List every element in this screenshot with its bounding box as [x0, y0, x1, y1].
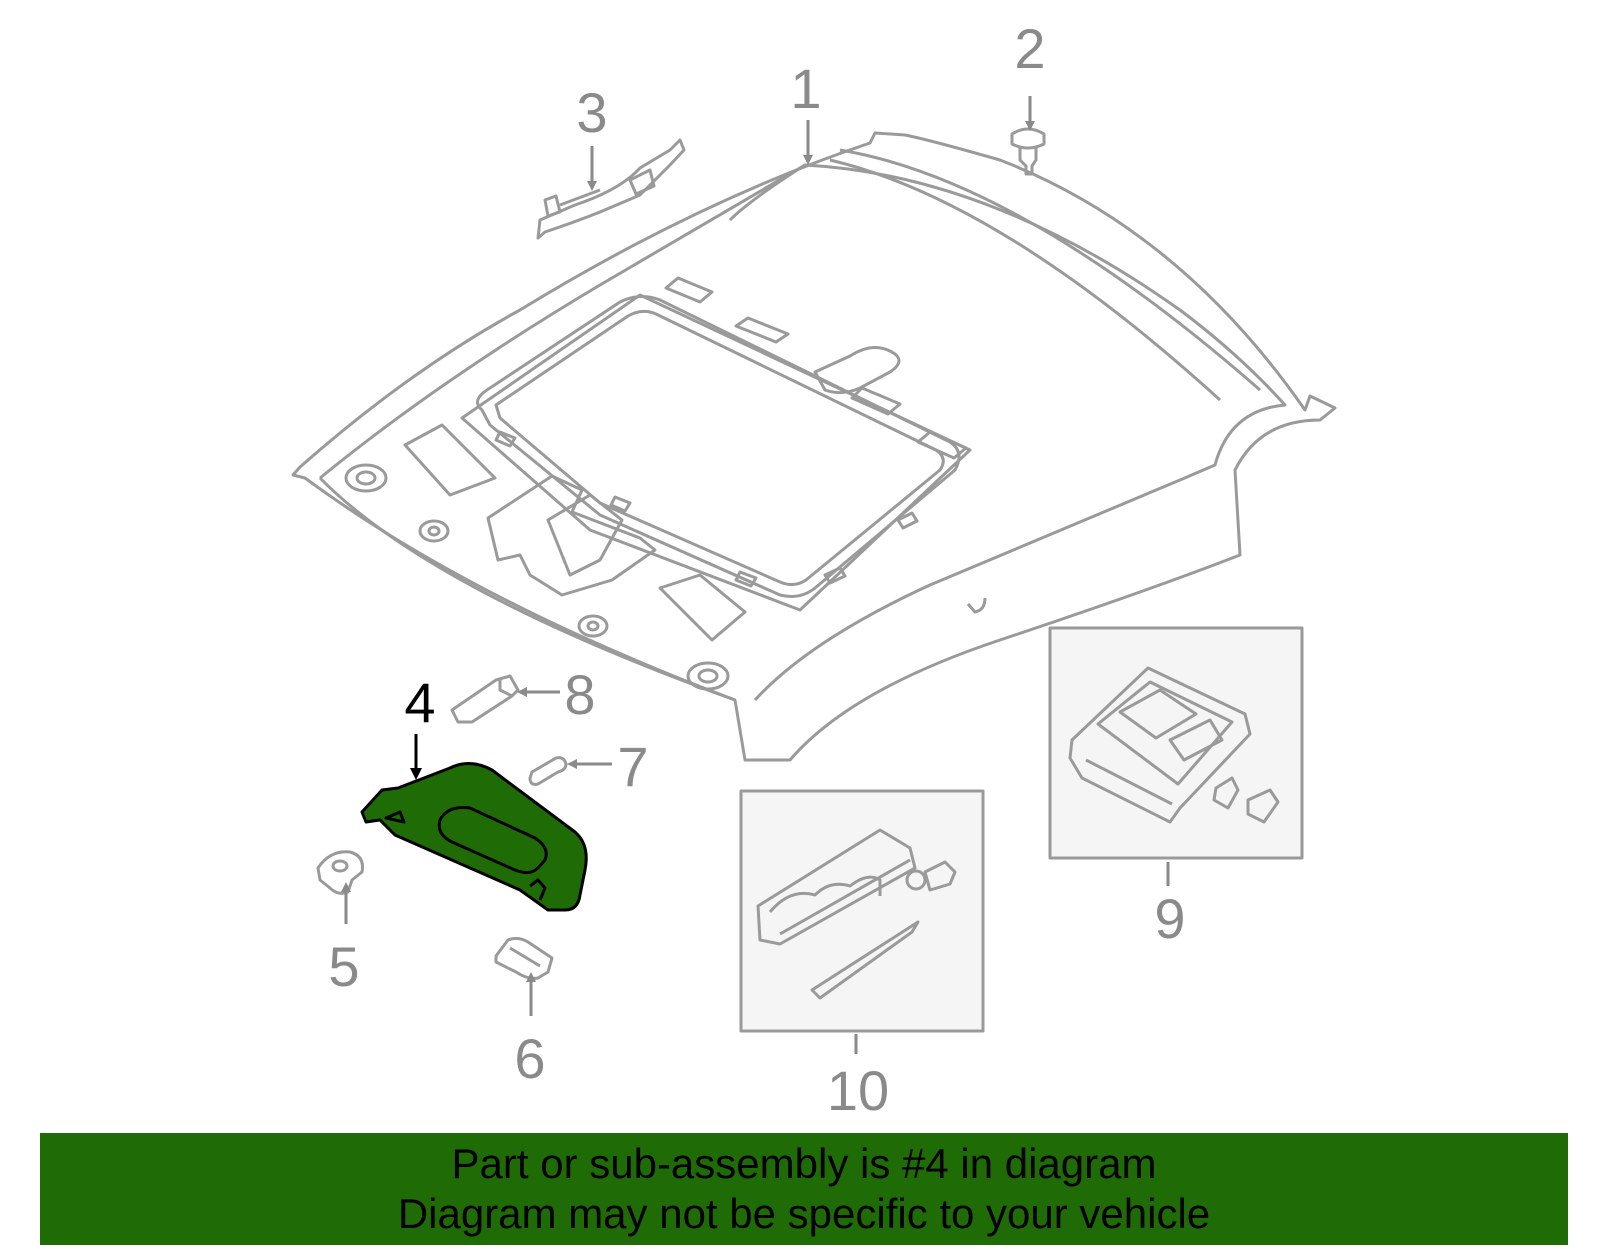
callout-labels: 1 2 3 4 5 6 7 8 9 10 — [328, 17, 1185, 1122]
callout-3: 3 — [576, 81, 607, 144]
headliner-part-1 — [291, 131, 1337, 762]
grab-handle-part-3 — [536, 138, 686, 240]
callout-7: 7 — [617, 735, 648, 798]
banner-line-part-number: Part or sub-assembly is #4 in diagram — [451, 1140, 1157, 1187]
visor-clip-part-5 — [316, 850, 364, 895]
sun-visor-part-4 — [360, 762, 588, 912]
pad-part-6 — [494, 936, 554, 980]
clip-part-2 — [1010, 127, 1046, 176]
leader-lines — [341, 96, 1170, 1054]
info-banner: Part or sub-assembly is #4 in diagram Di… — [40, 1133, 1568, 1245]
dome-lamp-part-9 — [1048, 626, 1304, 860]
banner-line-disclaimer: Diagram may not be specific to your vehi… — [397, 1190, 1211, 1237]
callout-1: 1 — [790, 57, 821, 120]
bracket-part-8 — [450, 674, 520, 724]
callout-5: 5 — [328, 935, 359, 998]
callout-6: 6 — [514, 1027, 545, 1090]
callout-8: 8 — [564, 663, 595, 726]
callout-2: 2 — [1014, 17, 1045, 80]
callout-4: 4 — [404, 671, 435, 734]
map-lamp-part-10 — [739, 789, 985, 1033]
callout-9: 9 — [1154, 887, 1185, 950]
pin-part-7 — [528, 756, 568, 786]
callout-10: 10 — [827, 1059, 889, 1122]
